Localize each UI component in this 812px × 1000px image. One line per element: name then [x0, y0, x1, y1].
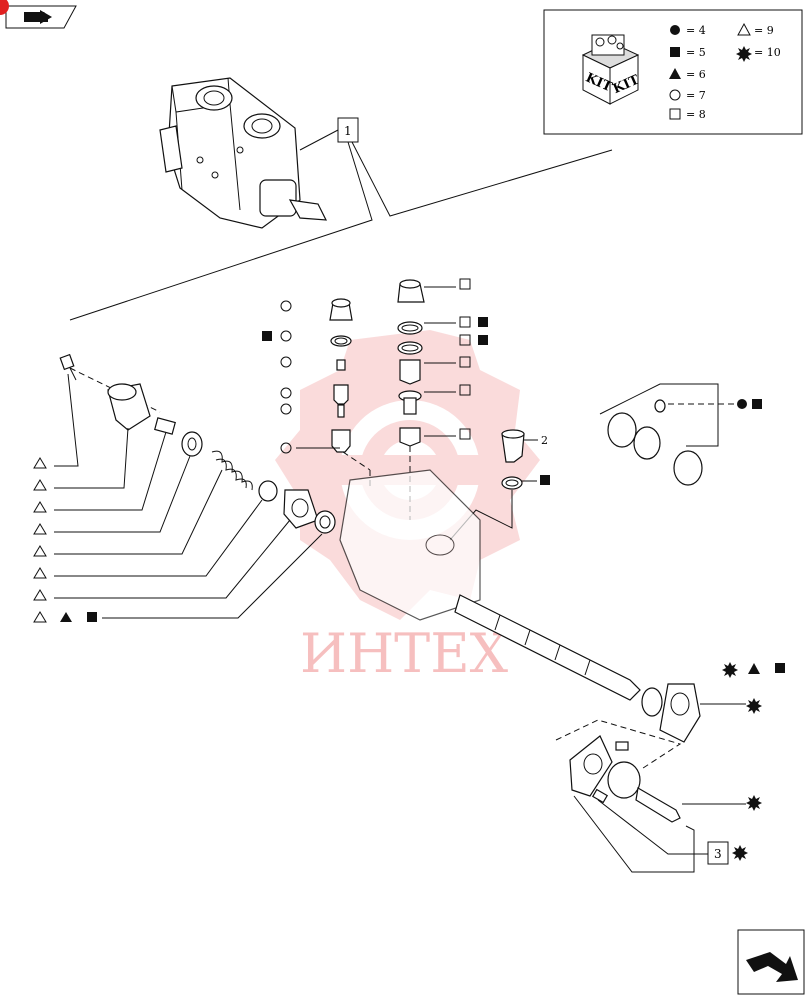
relief-plug: [501, 429, 525, 490]
legend-filled-circle-icon: [670, 25, 680, 35]
callout-2: 2: [541, 434, 548, 447]
left-flange: [283, 489, 319, 529]
svg-text:1: 1: [344, 124, 352, 138]
callout-1: 1: [337, 117, 359, 143]
left-oring: [314, 510, 336, 534]
legend-text-5: = 5: [686, 46, 706, 59]
valve-body-lower: [339, 469, 481, 621]
svg-text:3: 3: [714, 847, 722, 861]
right-labels-top: [722, 662, 785, 714]
left-cap: [107, 383, 151, 431]
left-bolt: [59, 353, 77, 381]
kit-legend: KIT KIT = 4 = 5 = 6 = 7 = 8 = 9 = 10: [543, 9, 803, 135]
center-labels: [262, 278, 550, 485]
spool-shaft: [454, 594, 641, 701]
legend-text-7: = 7: [686, 89, 706, 102]
right-flange: [641, 683, 701, 743]
kit-box-icon: KIT KIT: [581, 34, 642, 105]
right-cap-assembly: [555, 719, 682, 823]
left-labels: [33, 373, 323, 623]
watermark-text: ИНТЕХ: [300, 622, 509, 685]
center-plug-stack-left: [329, 298, 353, 453]
legend-filled-square-icon: [670, 47, 680, 57]
top-nav-book-icon[interactable]: [5, 5, 77, 29]
right-labels-bottom: [732, 795, 762, 861]
legend-text-8: = 8: [686, 108, 706, 121]
left-washer: [181, 431, 203, 457]
legend-open-triangle-icon: [737, 22, 751, 36]
legend-filled-triangle-icon: [669, 68, 681, 79]
legend-text-6: = 6: [686, 68, 706, 81]
left-plunger: [154, 417, 176, 435]
legend-text-10: = 10: [754, 46, 781, 59]
legend-text-4: = 4: [686, 24, 706, 37]
legend-text-9: = 9: [754, 24, 774, 37]
left-sleeve: [258, 480, 278, 502]
valve-section-assembly: [159, 77, 328, 229]
legend-open-circle-icon: [669, 89, 681, 101]
legend-open-square-icon: [669, 108, 681, 120]
center-plug-stack-right: [397, 279, 425, 447]
legend-star-icon: [736, 46, 752, 62]
red-corner-dot: [0, 0, 9, 15]
callout-3: 3: [707, 841, 729, 865]
next-page-arrow-icon[interactable]: [737, 929, 805, 995]
right-oring-group: [599, 383, 762, 486]
left-spring: [211, 450, 253, 491]
